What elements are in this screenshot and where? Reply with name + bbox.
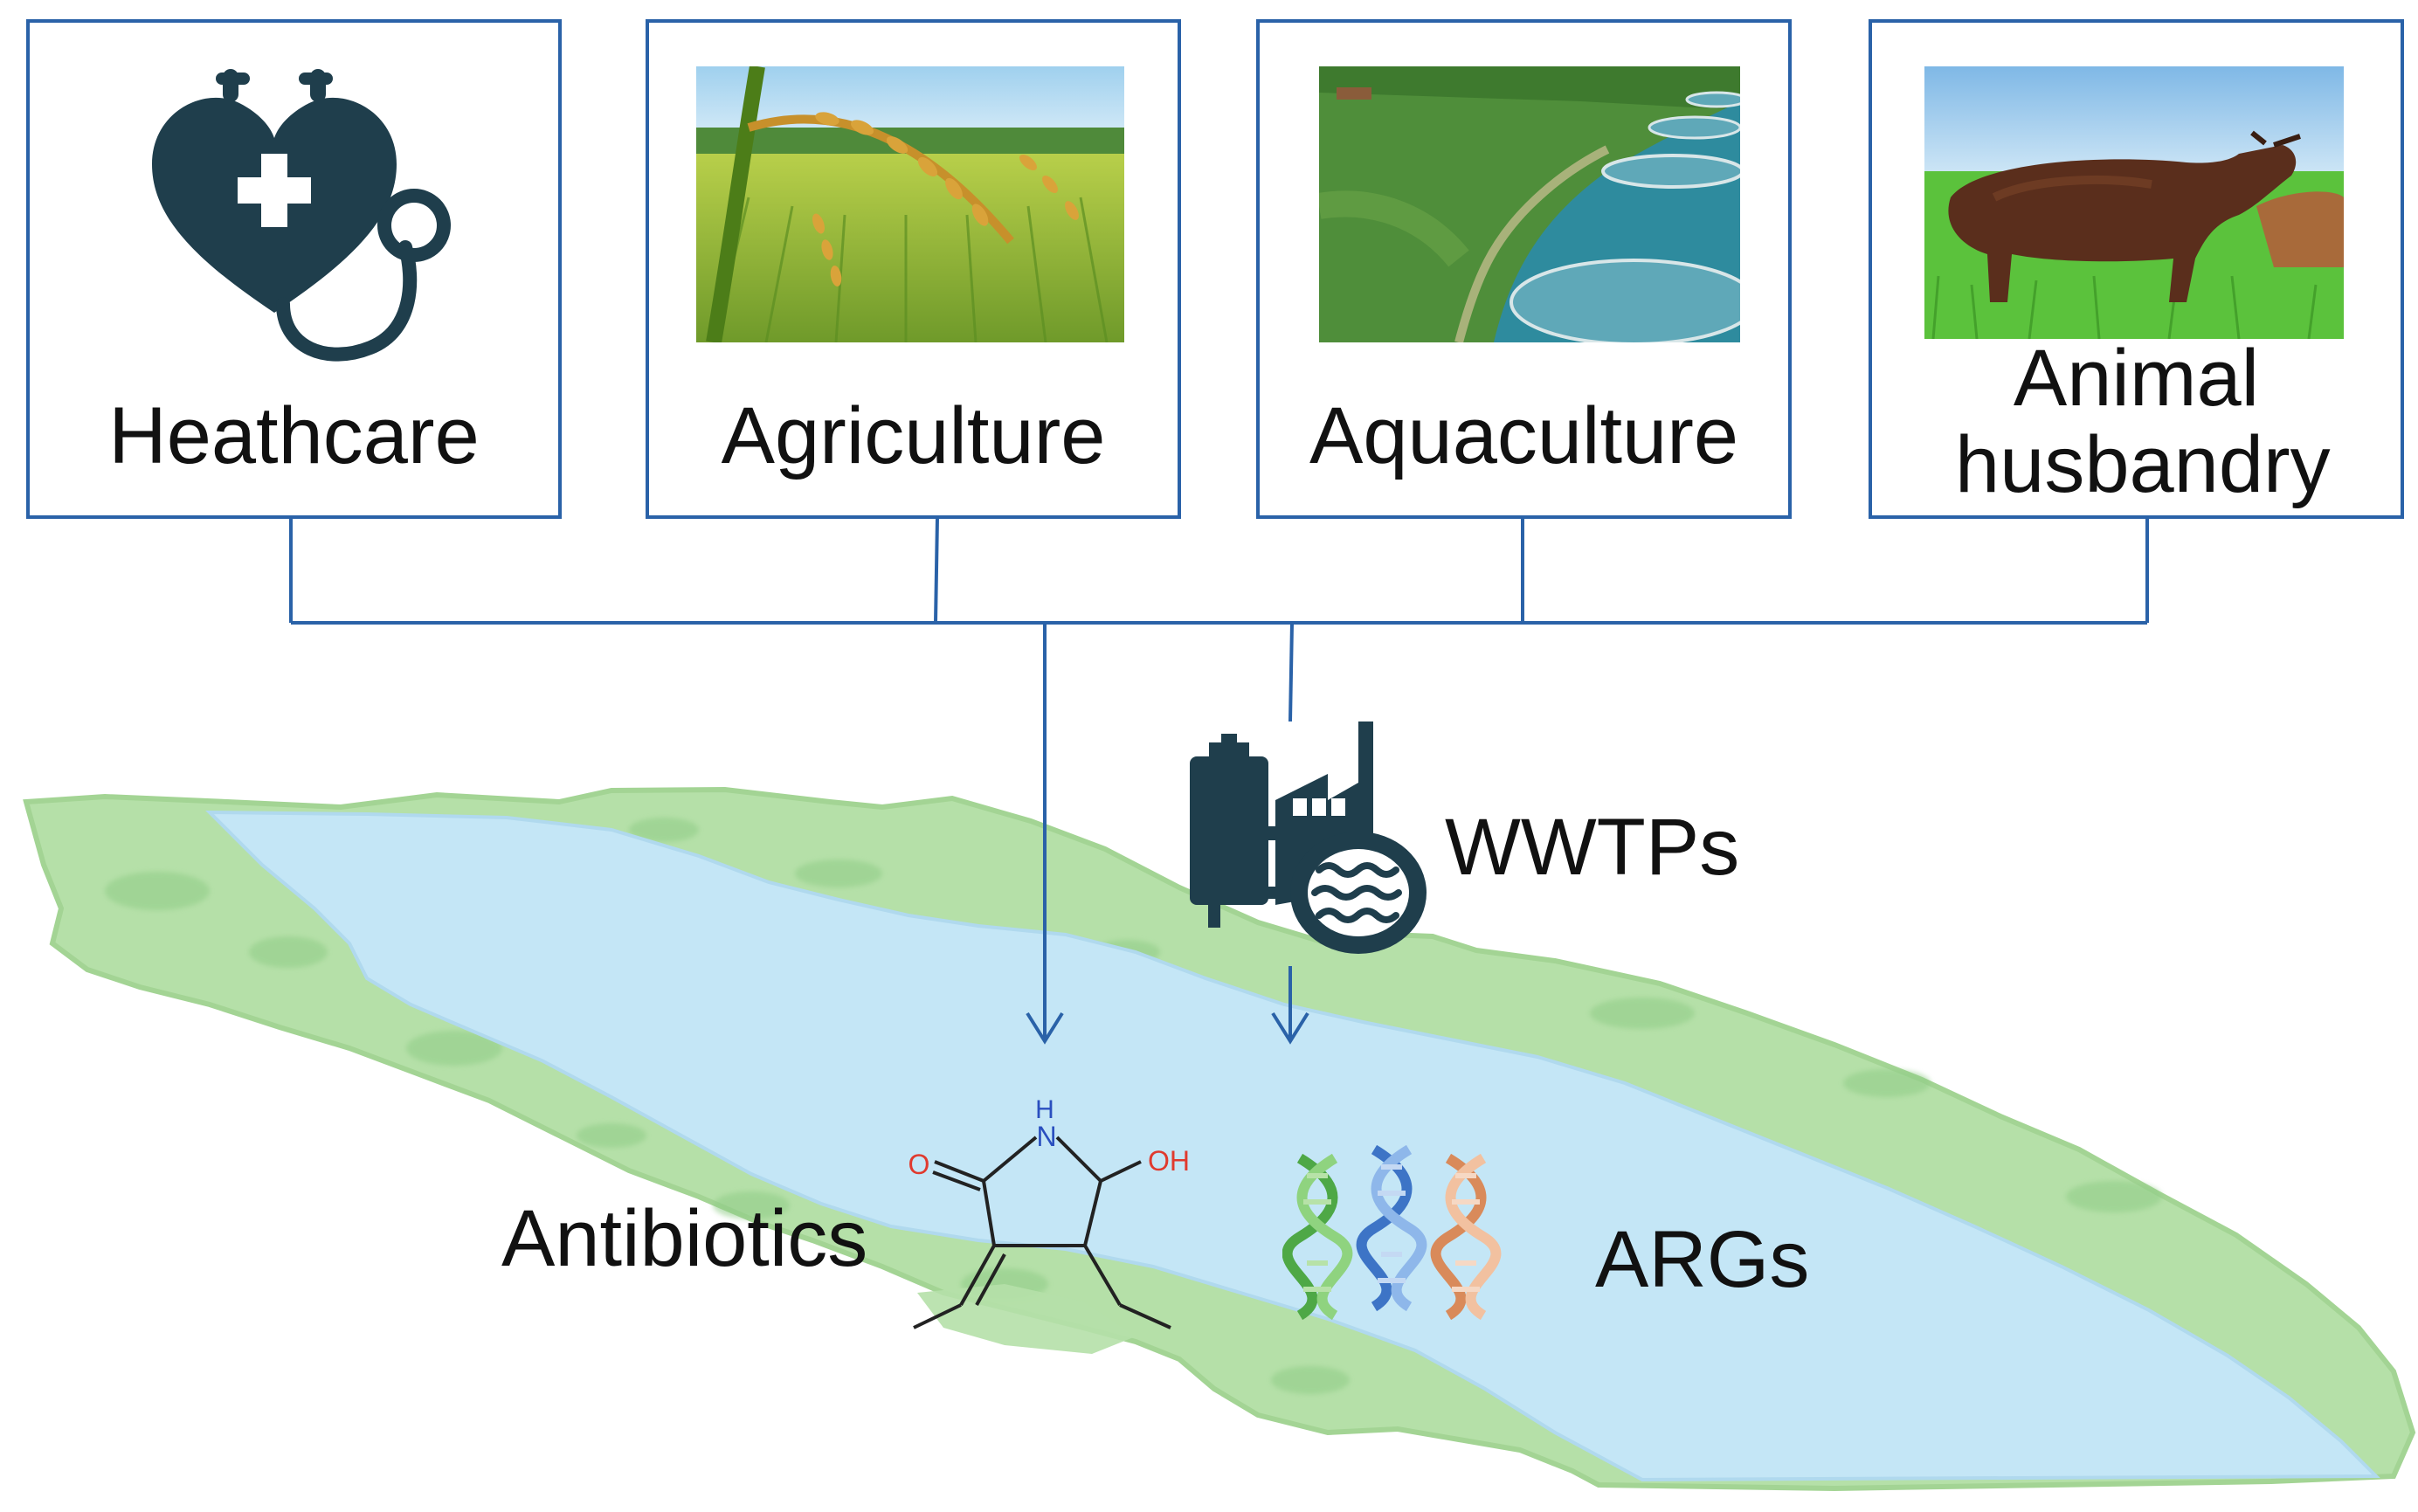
cattle-pasture-photo [1924,66,2344,339]
helix-orange [1436,1158,1496,1315]
molecule-hydroxyl: OH [1148,1145,1190,1177]
args-label: ARGs [1595,1214,1809,1306]
source-card-aquaculture: Aquaculture [1256,19,1792,519]
source-card-healthcare: Heathcare [26,19,562,519]
source-label-aquaculture: Aquaculture [1260,393,1788,480]
dna-helix-icon [1282,1141,1510,1350]
source-label-agriculture: Agriculture [649,393,1178,480]
drop-line-agriculture [936,517,937,623]
fish-farm-ponds-photo [1319,66,1740,342]
molecule-carbonyl-o: O [908,1149,930,1180]
molecule-nh-n: N [1036,1121,1056,1152]
heart-stethoscope-icon [117,59,484,374]
line-to-wwtp [1290,623,1292,721]
helix-green [1288,1158,1348,1315]
wwtp-label: WWTPs [1445,802,1739,894]
source-label-animal-husbandry: Animal husbandry [1955,335,2318,509]
rice-field-photo [696,66,1124,342]
treatment-plant-icon [1171,721,1433,966]
source-card-animal-husbandry: Animal husbandry [1869,19,2404,519]
helix-blue [1362,1150,1422,1307]
source-label-healthcare: Heathcare [30,393,558,480]
antibiotic-molecule: H N O OH [882,1092,1214,1354]
antibiotics-label: Antibiotics [501,1193,867,1285]
source-card-agriculture: Agriculture [646,19,1181,519]
